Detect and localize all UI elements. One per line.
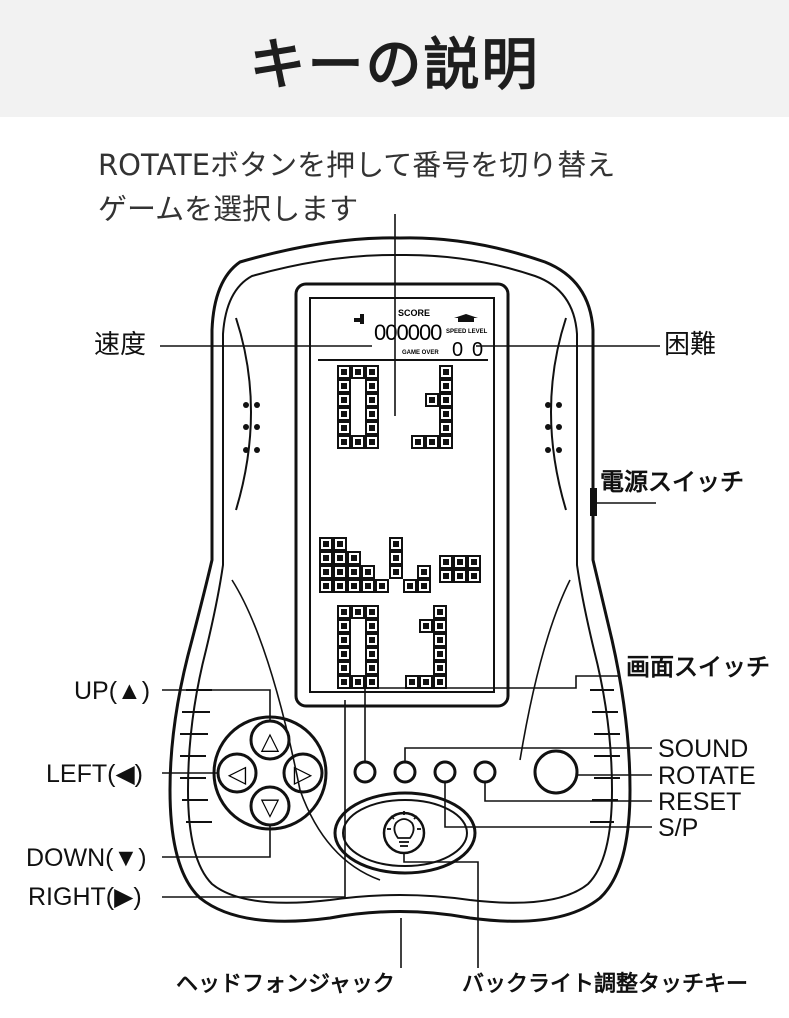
dpad-right-button[interactable] xyxy=(282,752,324,794)
leader-lines xyxy=(160,214,660,968)
right-speaker-dots xyxy=(545,402,562,453)
down-label: DOWN(▼) xyxy=(26,844,147,872)
rotate-label: ROTATE xyxy=(658,762,756,790)
left-label: LEFT(◀) xyxy=(46,760,143,788)
plane-icon xyxy=(454,314,478,322)
page-title: キーの説明 xyxy=(249,33,540,98)
title-banner xyxy=(0,0,789,117)
speed-level-label: SPEED LEVEL xyxy=(446,329,488,335)
screen-switch-button[interactable] xyxy=(353,760,377,784)
triangle-down-icon: ▽ xyxy=(261,793,280,821)
sp-label: S/P xyxy=(658,814,699,842)
difficulty-label: 困難 xyxy=(664,330,717,360)
left-speaker-dots xyxy=(243,402,260,453)
headphone-jack-label: ヘッドフォンジャック xyxy=(176,972,395,997)
screen-switch-label: 画面スイッチ xyxy=(626,653,770,681)
rotate-button[interactable] xyxy=(533,749,579,795)
right-label: RIGHT(▶) xyxy=(28,883,142,911)
game-over-label: GAME OVER xyxy=(402,350,439,356)
lcd-pixel-graphics xyxy=(319,365,481,689)
level-value: 0 xyxy=(472,339,483,361)
triangle-left-icon: ◁ xyxy=(228,760,247,788)
score-value: 000000 xyxy=(374,320,442,345)
up-label: UP(▲) xyxy=(74,677,151,705)
reset-label: RESET xyxy=(658,788,742,816)
sound-button[interactable] xyxy=(393,760,417,784)
instruction-line-1: ROTATEボタンを押して番号を切り替え xyxy=(98,148,616,182)
light-bulb-icon xyxy=(387,811,421,847)
power-switch[interactable] xyxy=(590,488,597,516)
speed-value: 0 xyxy=(452,339,463,361)
speed-label: 速度 xyxy=(94,330,147,360)
backlight-key-label: バックライト調整タッチキー xyxy=(462,972,749,997)
reset-button[interactable] xyxy=(473,760,497,784)
triangle-up-icon: △ xyxy=(261,727,280,755)
power-switch-label: 電源スイッチ xyxy=(600,468,744,496)
sp-button[interactable] xyxy=(433,760,457,784)
score-label: SCORE xyxy=(398,308,430,318)
sound-label: SOUND xyxy=(658,735,749,763)
instruction-line-2: ゲームを選択します xyxy=(98,192,359,226)
